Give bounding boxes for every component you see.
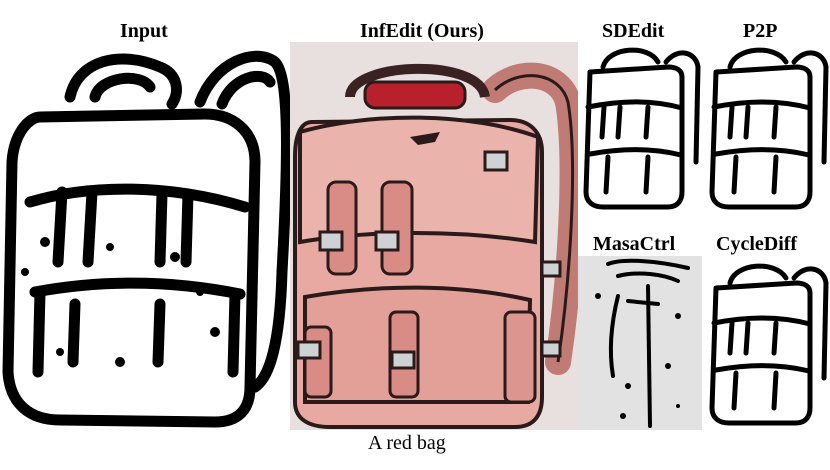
p2p-label: P2P <box>743 20 778 42</box>
sdedit-result-image <box>578 42 702 212</box>
cyclediff-result-image <box>702 256 830 430</box>
infedit-label: InfEdit (Ours) <box>360 20 484 42</box>
edit-prompt-caption: A red bag <box>368 432 446 454</box>
p2p-result-image <box>702 42 830 212</box>
masactrl-result-image <box>578 256 702 430</box>
sdedit-label: SDEdit <box>602 20 665 42</box>
infedit-result-image <box>290 42 578 430</box>
input-sketch-image <box>0 42 290 430</box>
input-label: Input <box>120 20 168 42</box>
cyclediff-label: CycleDiff <box>716 233 798 255</box>
masactrl-label: MasaCtrl <box>593 233 676 255</box>
